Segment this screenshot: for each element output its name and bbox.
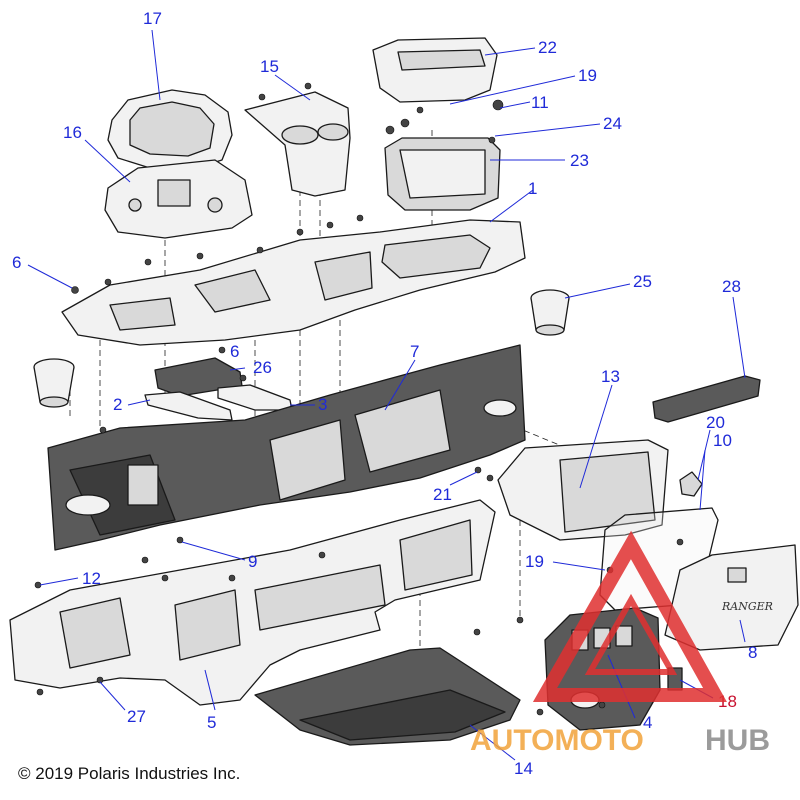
callout-1: 1 [528,179,537,198]
callout-19-upper: 19 [578,66,597,85]
callout-17: 17 [143,9,162,28]
callout-21: 21 [433,485,452,504]
callout-24: 24 [603,114,622,133]
part-20-latch [679,471,703,497]
part-left-cupholder [33,358,75,408]
callout-10: 10 [713,431,732,450]
callout-27: 27 [127,707,146,726]
callout-8: 8 [748,643,757,662]
callout-25: 25 [633,272,652,291]
callout-9: 9 [248,552,257,571]
part-15-cupholder-insert [244,91,351,197]
copyright-notice: © 2019 Polaris Industries Inc. [18,764,241,783]
part-7-main-dash-frame [47,344,526,551]
part-1-upper-dash [61,219,526,346]
part-23-storage-bin [384,137,501,211]
callout-22: 22 [538,38,557,57]
callout-7: 7 [410,342,419,361]
watermark-inner-triangle [584,593,678,675]
callout-23: 23 [570,151,589,170]
callout-14: 14 [514,759,533,778]
part-8-glovebox-door: RANGER [664,544,799,651]
callout-labels: 17 15 22 19 11 16 24 23 1 6 25 28 6 26 7… [12,9,757,778]
part-25-cupholder-right [530,289,570,336]
watermark-logo: AUTOMOTO HUB [470,530,770,757]
callout-26: 26 [253,358,272,377]
part-17-gauge-bezel [107,89,233,171]
callout-2: 2 [113,395,122,414]
callout-6-center: 6 [230,342,239,361]
callout-28: 28 [722,277,741,296]
callout-20: 20 [706,413,725,432]
callout-5: 5 [207,713,216,732]
callout-19-lower: 19 [525,552,544,571]
callout-4: 4 [643,713,652,732]
callout-3: 3 [318,395,327,414]
watermark-brand-hub: HUB [705,724,770,757]
callout-11: 11 [531,93,549,112]
part-14-floor-tray [254,647,521,746]
watermark-brand-auto: AUTOMOTO [470,724,644,757]
callout-15: 15 [260,57,279,76]
callout-12: 12 [82,569,101,588]
leader-lines [27,29,746,761]
callout-13: 13 [601,367,620,386]
callout-6-left: 6 [12,253,21,272]
part-16-gauge-housing [104,159,253,239]
part-5-lower-dash [9,499,496,706]
door-script-text: RANGER [721,600,773,613]
part-2-3-brackets [144,384,293,421]
watermark-triangle [532,530,727,702]
part-22-storage-lid [372,37,498,103]
callout-16: 16 [63,123,82,142]
